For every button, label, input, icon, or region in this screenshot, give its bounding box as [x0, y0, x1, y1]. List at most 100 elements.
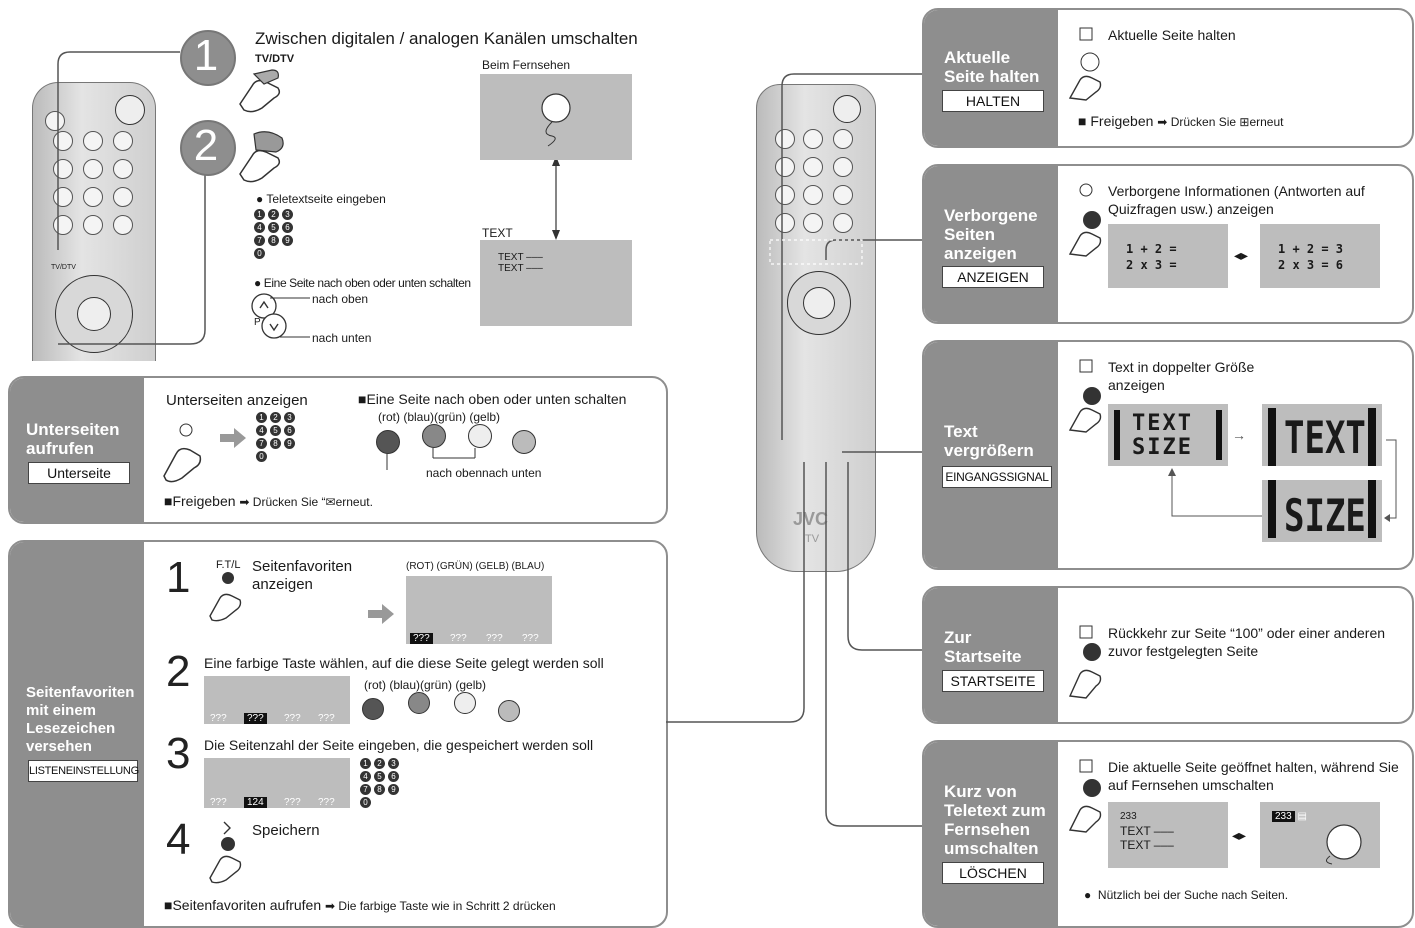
arrow-right-icon: →	[1232, 427, 1246, 443]
step-2-badge	[180, 120, 236, 176]
step-2-number: 2	[166, 647, 191, 696]
hand-press-icon	[1068, 359, 1102, 433]
nach-unten-label: nach unten	[312, 331, 372, 345]
tvdtv-label: TV/DTV	[51, 264, 76, 271]
nach-oben-label: nach oben	[312, 292, 369, 306]
step-1-title: Zwischen digitalen / analogen Kanälen um…	[255, 29, 638, 48]
step-2-colors: (rot) (blau)(grün) (gelb)	[364, 678, 487, 692]
connector-lines-top	[57, 51, 560, 345]
step-1-colors: (ROT) (GRÜN) (GELB) (BLAU)	[406, 561, 545, 572]
green-button	[454, 692, 476, 714]
teletext-screen: 233 TEXT ––– TEXT –––	[1108, 802, 1228, 868]
vergroessern-title: Text vergrößern	[944, 422, 1034, 460]
unterseiten-freigeben: ■Freigeben ➡ Drücken Sie “✉erneut.	[164, 493, 373, 509]
blue-button	[422, 424, 446, 448]
anzeigen-text: Verborgene Informationen (Antworten auf …	[1108, 183, 1365, 217]
startseite-text: Rückkehr zur Seite “100” oder einer ande…	[1108, 625, 1386, 659]
halten-label: HALTEN	[942, 90, 1044, 112]
step-1-badge	[180, 30, 236, 86]
unterseiten-panel: Unterseiten aufrufen Unterseite Untersei…	[8, 376, 668, 524]
step-1-text: Seitenfavoriten anzeigen	[252, 558, 353, 593]
favoriten-screen-1: ??? ??? ??? ???	[406, 576, 552, 644]
vergroessern-text: Text in doppelter Größe anzeigen	[1108, 359, 1255, 393]
startseite-title: Zur Startseite	[944, 628, 1022, 666]
step-1-number: 1	[166, 553, 191, 602]
hand-press-icon	[1068, 759, 1102, 833]
seite-schalten-text: ■Eine Seite nach oben oder unten schalte…	[358, 391, 627, 407]
power-button	[115, 95, 145, 125]
step-2-text: Eine farbige Taste wählen, auf die diese…	[204, 655, 604, 671]
hand-press-icon	[239, 69, 281, 113]
brand-logo: JVC	[793, 509, 829, 529]
quiz-screen-hidden: 1 + 2 = 2 x 3 =	[1108, 224, 1228, 288]
listeneinstellung-label: LISTENEINSTELLUNG	[28, 760, 139, 782]
p-label: P	[254, 317, 261, 328]
arrow-right-icon	[368, 604, 394, 624]
hand-press-icon	[209, 821, 242, 884]
balloon-icon	[1326, 824, 1362, 865]
halten-title: Aktuelle Seite halten	[944, 48, 1040, 86]
favoriten-panel: Seitenfavoriten mit einem Lesezeichen ve…	[8, 540, 668, 928]
power-button	[833, 95, 861, 123]
size-screen-normal: TEXT SIZE	[1108, 404, 1228, 466]
step-4-text: Speichern	[252, 822, 320, 839]
seite-schalten-text: ● Eine Seite nach oben oder unten schalt…	[254, 276, 471, 290]
step-4-number: 4	[166, 815, 191, 864]
cycle-arrows	[1168, 439, 1397, 522]
remote-center: JVC TV	[756, 84, 876, 572]
green-button	[468, 424, 492, 448]
halten-freigeben: ■ Freigeben ➡ Drücken Sie ⊞erneut	[1078, 113, 1284, 129]
tv-screen: 233 ▤	[1260, 802, 1380, 868]
startseite-panel: Zur Startseite STARTSEITE Rückkehr zur S…	[922, 586, 1414, 724]
unterseite-label: Unterseite	[28, 462, 130, 484]
loeschen-panel: Kurz von Teletext zum Fernsehen umschalt…	[922, 740, 1414, 928]
favoriten-screen-3: ??? 124 ??? ???	[204, 758, 350, 808]
unterseiten-title: Unterseiten aufrufen	[26, 420, 120, 458]
teletext-screen: TEXT ––– TEXT –––	[480, 240, 632, 326]
hand-press-icon	[1068, 625, 1102, 699]
red-button	[376, 430, 400, 454]
yellow-button	[512, 430, 536, 454]
tv-logo: TV	[805, 533, 820, 545]
vergroessern-panel: Text vergrößern EINGANGSSIGNAL Text in d…	[922, 340, 1414, 570]
remote-button	[45, 111, 65, 131]
step-3-number: 3	[166, 729, 191, 778]
hand-press-icon	[1068, 183, 1102, 257]
tv-screen	[480, 74, 632, 160]
quiz-screen-shown: 1 + 2 = 3 2 x 3 = 6	[1260, 224, 1380, 288]
hand-press-icon	[239, 131, 284, 183]
connector-lines	[386, 448, 476, 470]
tvdtv-button-label: TV/DTV	[255, 53, 295, 65]
red-button	[362, 698, 384, 720]
loeschen-text: Die aktuelle Seite geöffnet halten, währ…	[1108, 759, 1399, 793]
halten-text: Aktuelle Seite halten	[1108, 27, 1236, 43]
unterseiten-anzeigen-text: Unterseiten anzeigen	[166, 392, 308, 409]
ftl-button-label: F.T/L	[216, 559, 241, 571]
teletext-eingeben-text: ● Teletextseite eingeben	[256, 192, 386, 206]
halten-panel: Aktuelle Seite halten HALTEN Aktuelle Se…	[922, 8, 1414, 148]
yellow-button	[498, 700, 520, 722]
loeschen-label: LÖSCHEN	[942, 862, 1044, 884]
hand-press-icon	[209, 572, 242, 622]
size-screen-top: TEXT	[1262, 404, 1382, 466]
startseite-label: STARTSEITE	[942, 670, 1044, 692]
balloon-icon	[541, 93, 571, 147]
favoriten-screen-2: ??? ??? ??? ???	[204, 676, 350, 724]
anzeigen-label: ANZEIGEN	[942, 266, 1044, 288]
swap-arrow: ◂▸	[1232, 827, 1247, 843]
swap-arrow: ◂▸	[1234, 247, 1249, 263]
step-2-number: 2	[193, 121, 219, 170]
hand-press-icon	[1068, 27, 1102, 101]
beim-fernsehen-label: Beim Fernsehen	[482, 58, 571, 72]
hand-press-icon	[163, 423, 202, 483]
step-3-text: Die Seitenzahl der Seite eingeben, die g…	[204, 737, 594, 753]
arrow-right-icon	[220, 428, 246, 448]
text-screen-label: TEXT	[482, 226, 513, 240]
blue-button	[408, 692, 430, 714]
favoriten-aufrufen: ■Seitenfavoriten aufrufen ➡ Die farbige …	[164, 897, 556, 913]
size-screen-bottom: SIZE	[1262, 480, 1382, 542]
loeschen-title: Kurz von Teletext zum Fernsehen umschalt…	[944, 782, 1046, 858]
